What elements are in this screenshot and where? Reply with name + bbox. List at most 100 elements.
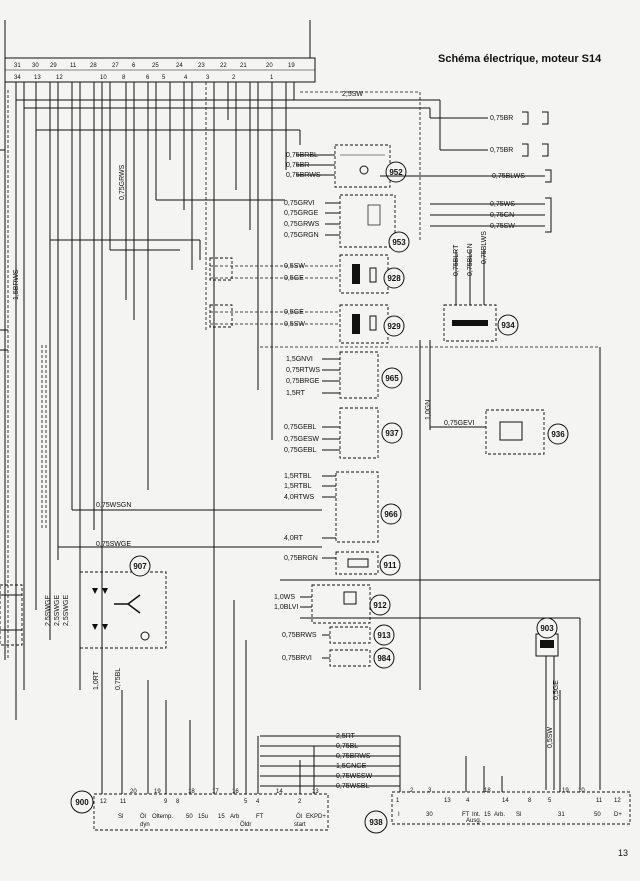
wire-label: 0,75SWGE (96, 541, 131, 548)
vertical-wire-label: 0,5GE (553, 680, 560, 700)
wire-label: 4,0RTWS (284, 494, 315, 501)
wire-label: 1,5RTBL (284, 483, 312, 490)
wire-label: 2,5RT (336, 733, 356, 740)
top-pin: 12 (56, 75, 63, 81)
connector-label: 50 (594, 812, 601, 818)
relay-965: 1,5GNVI 0,75RTWS 0,75BRGE 1,5RT 965 (286, 351, 403, 399)
vertical-wire-label: 0,75GRWS (119, 164, 126, 200)
lower-feeds (101, 580, 561, 794)
shield-line: 2,5SW (300, 91, 421, 240)
top-pin: 31 (14, 63, 21, 69)
wire-label: 0,75BRBL (286, 152, 318, 159)
wire-label: 0,5GE (284, 275, 304, 282)
component-label: 984 (377, 654, 391, 663)
connector-pin: 19 (562, 788, 569, 794)
top-pin: 3 (206, 75, 210, 81)
connector-pin: 14 (502, 798, 509, 804)
connector-label: start (294, 822, 306, 828)
connector-pin: 12 (614, 798, 621, 804)
wire-label: 0,75GRVI (284, 200, 315, 207)
connector-pin: 5 (548, 798, 552, 804)
wire-label: 1,0WS (274, 594, 295, 601)
sensor-911: 0,75BRGN 911 (284, 551, 401, 576)
top-pin: 5 (162, 75, 166, 81)
top-pin: 2 (232, 75, 236, 81)
mid-wires: 0,75WSGN 0,75SWGE 1,0GN 1,0RT 0,75BL (58, 340, 601, 790)
wire-label: 0,75BRWS (282, 632, 317, 639)
top-pin: 23 (198, 63, 205, 69)
connector-label: D+ (318, 814, 326, 820)
connector-pin: 11 (120, 799, 127, 805)
wire-label: 2,5SW (342, 91, 363, 98)
component-label: 952 (389, 168, 403, 177)
diagram-title: Schéma électrique, moteur S14 (438, 53, 602, 65)
connector-pin: 1 (396, 798, 400, 804)
component-label: 911 (384, 561, 397, 570)
vertical-wire-label: 2,5SWGE (54, 595, 61, 626)
component-label: 900 (75, 798, 89, 807)
wire-label: 0,5SW (284, 321, 305, 328)
top-pin: 25 (152, 63, 159, 69)
page-number: 13 (618, 848, 628, 858)
wire-label: 0,75WSBL (336, 783, 370, 790)
connector-label: Ausg. (466, 818, 482, 824)
connector-label: 30 (426, 812, 433, 818)
horizontal-wires (16, 99, 488, 260)
connector-label: I (398, 812, 400, 818)
connector-938: 938 1 2 3 13 4 18 14 8 5 19 10 11 12 I 3… (364, 788, 631, 834)
component-label: 937 (385, 429, 399, 438)
connector-pin: 4 (466, 798, 470, 804)
connector-label: Int. (472, 812, 481, 818)
vertical-wire-label: 0,75BL (115, 668, 122, 690)
wire-label: 0,75BRGN (284, 555, 318, 562)
connector-label: 31 (558, 812, 565, 818)
component-label: 936 (551, 430, 565, 439)
component-label: 966 (384, 510, 398, 519)
wire-label: 0,75WSSW (336, 773, 373, 780)
connector-label: Öl (140, 813, 146, 820)
connector-label: 50 (186, 814, 193, 820)
connector-pin: 10 (578, 788, 585, 794)
top-pin: 22 (220, 63, 227, 69)
connector-label: 15 (484, 812, 491, 818)
top-pin: 6 (132, 63, 136, 69)
wire-label: 0,75GRWS (284, 221, 320, 228)
component-label: 903 (540, 624, 554, 633)
top-pin: 8 (122, 75, 126, 81)
top-pin: 19 (288, 63, 295, 69)
connector-pin: 18 (484, 788, 491, 794)
wire-label: 0,75BRWS (286, 172, 321, 179)
wire-label: 0,75BRWS (336, 753, 371, 760)
connector-pin: 3 (428, 788, 432, 794)
connector-900: 900 12 11 20 19 9 8 18 17 16 5 4 14 2 13… (70, 789, 329, 831)
connector-pin: 14 (276, 789, 283, 795)
wire-label: 1,5GNGE (336, 763, 367, 770)
component-label: 913 (377, 631, 391, 640)
wire-label: 1,0BLVI (274, 604, 298, 611)
connector-pin: 8 (528, 798, 532, 804)
top-pin: 30 (32, 63, 39, 69)
wire-label: 0,75BRVI (282, 655, 312, 662)
connector-pin: 12 (100, 799, 107, 805)
component-label: 928 (387, 274, 401, 283)
connector-label: dyn (140, 822, 150, 828)
left-harness: 1,5BRWS 0,75GRWS (0, 20, 126, 660)
wire-label: 0,75GRGN (284, 232, 319, 239)
wire-label: 1,5RTBL (284, 473, 312, 480)
connector-pin: 2 (410, 788, 414, 794)
wire-label: 0,75BRGE (286, 378, 320, 385)
connector-label: Öl (296, 813, 302, 820)
top-pin: 1 (270, 75, 274, 81)
top-connector: 31 30 29 11 28 27 6 25 24 23 22 21 20 19… (4, 20, 316, 83)
component-label: 934 (501, 321, 515, 330)
vertical-wire-label: 2,5SWGE (45, 595, 52, 626)
top-pin: 20 (266, 63, 273, 69)
component-label: 929 (387, 322, 401, 331)
wire-label: 0,75GRGE (284, 210, 319, 217)
sensor-984: 0,75BRVI 984 (282, 647, 395, 669)
sensor-934: 0,75BLRT 0,75BLGN 0,75BLWS 934 (443, 231, 519, 342)
vertical-wire-label: 0,75BLRT (453, 244, 460, 276)
connector-pin: 17 (212, 789, 219, 795)
vertical-wire-label: 1,0RT (93, 670, 100, 690)
sensor-928: 0,5SW 0,5GE 928 (209, 254, 405, 294)
